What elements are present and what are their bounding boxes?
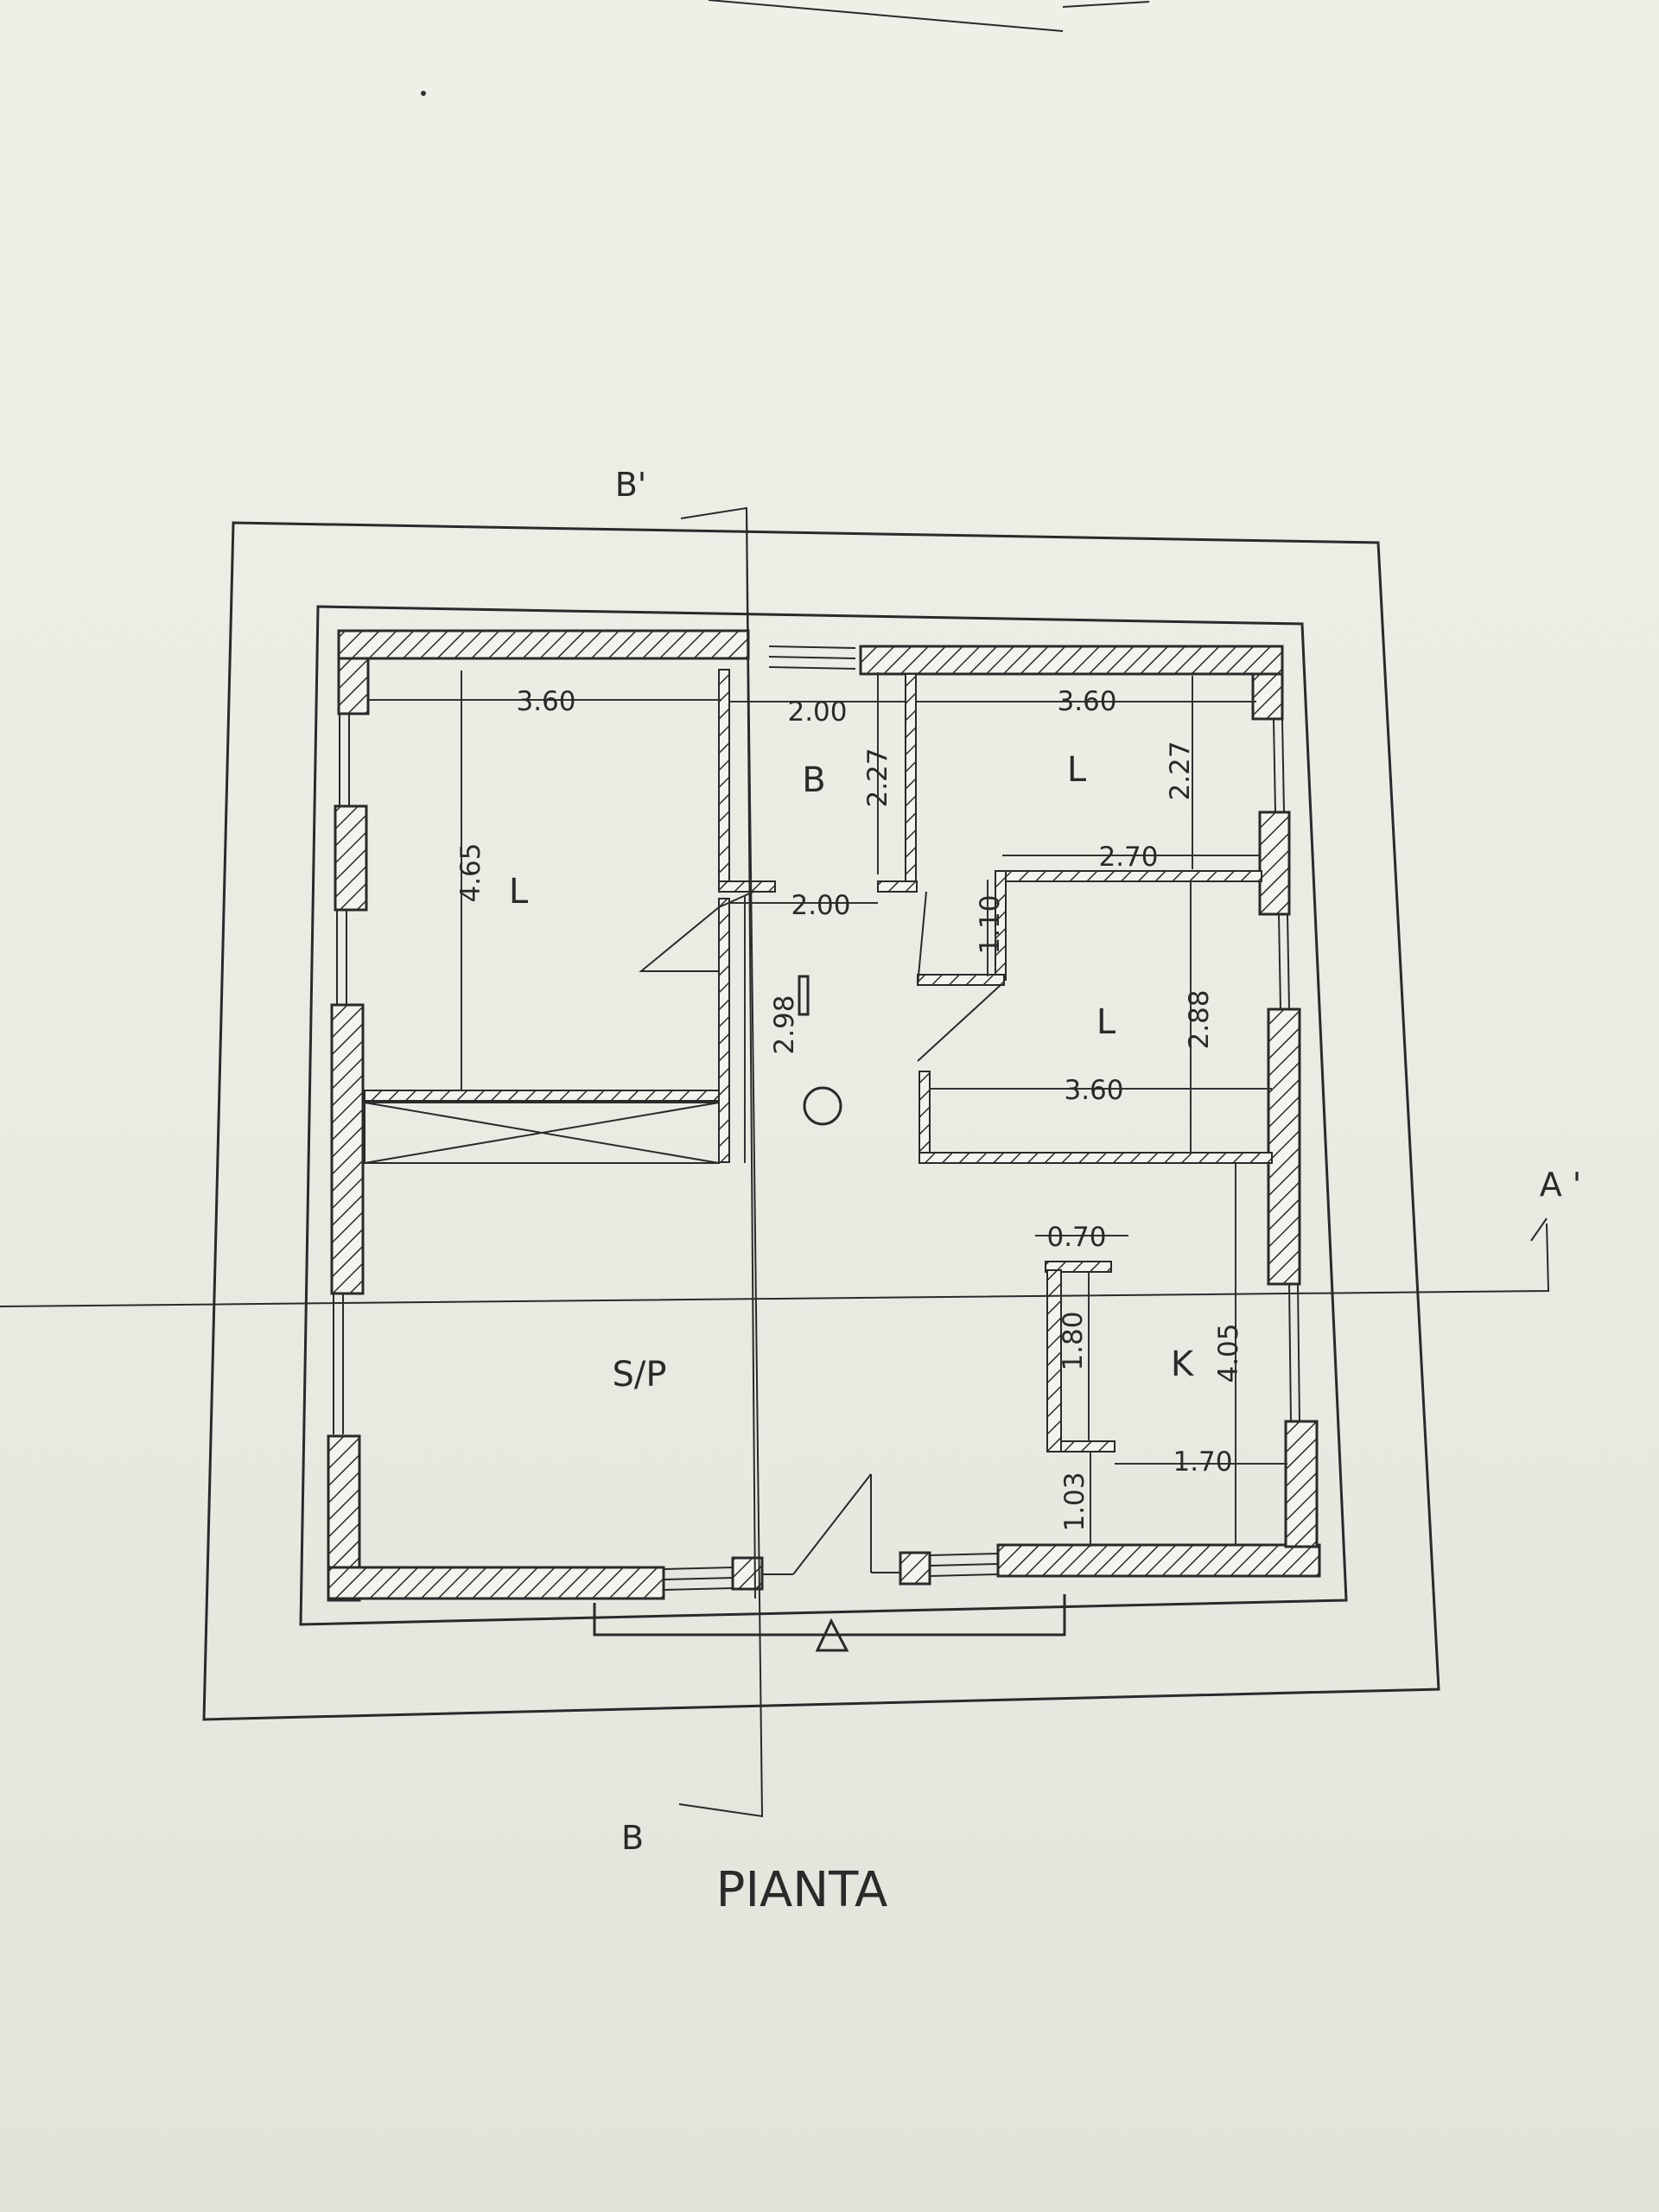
door-swings (639, 891, 1003, 1575)
dim-hall-height: 2.98 (769, 995, 800, 1054)
section-mark-a-right: A ' (1540, 1166, 1582, 1204)
entrance-marker (815, 1618, 849, 1652)
stray-dot (421, 91, 426, 96)
dim-counter-width: 0.70 (1046, 1222, 1106, 1253)
dim-step-height: 1.10 (975, 894, 1006, 954)
windows (333, 645, 1300, 1591)
drawing-title: PIANTA (716, 1862, 888, 1918)
stray-mark (1062, 1, 1150, 8)
dim-bed-mr-height: 2.88 (1184, 989, 1215, 1049)
dimension-texts: 3.60 4.65 2.00 2.27 2.00 2.98 3.60 2.27 … (455, 686, 1244, 1532)
room-label-bed-top-right: L (1067, 750, 1087, 790)
dim-bed-left-height: 4.65 (455, 842, 486, 902)
room-label-bath: B (802, 760, 825, 800)
dim-kitchen-width: 1.70 (1173, 1446, 1232, 1478)
fixture-rect (798, 975, 810, 1016)
dim-kitchen-gap: 1.03 (1059, 1471, 1090, 1531)
section-mark-b-bottom: B (621, 1819, 644, 1857)
entrance-step (593, 1594, 1066, 1637)
dimension-lines (368, 671, 1287, 1547)
stray-mark (708, 0, 1064, 32)
site-boundary (202, 521, 1440, 1721)
dim-kitchen-height: 4.05 (1213, 1323, 1244, 1382)
fixture-circle (803, 1086, 842, 1126)
dim-bed-tr-width: 3.60 (1057, 686, 1116, 717)
interior-walls (364, 669, 1273, 1164)
platform-outline (299, 605, 1348, 1626)
section-lines (0, 506, 1550, 1818)
room-label-bed-mid-right: L (1096, 1002, 1116, 1042)
dim-counter-length: 1.80 (1058, 1311, 1089, 1370)
room-label-bed-left: L (509, 872, 529, 912)
dim-bath-door-width: 2.00 (791, 890, 850, 921)
dim-bed-left-width: 3.60 (516, 686, 575, 717)
wardrobe (364, 1102, 720, 1164)
dim-bath-height: 2.27 (862, 747, 893, 807)
room-label-living: S/P (613, 1355, 667, 1395)
dim-bed-tr-bottom: 2.70 (1098, 842, 1158, 873)
exterior-walls (327, 629, 1321, 1602)
dim-bed-mr-width: 3.60 (1064, 1075, 1123, 1106)
room-label-kitchen: K (1171, 1344, 1195, 1384)
dim-bed-tr-height: 2.27 (1165, 741, 1196, 800)
dim-bath-width: 2.00 (787, 696, 847, 728)
section-mark-b-top: B' (615, 466, 647, 504)
